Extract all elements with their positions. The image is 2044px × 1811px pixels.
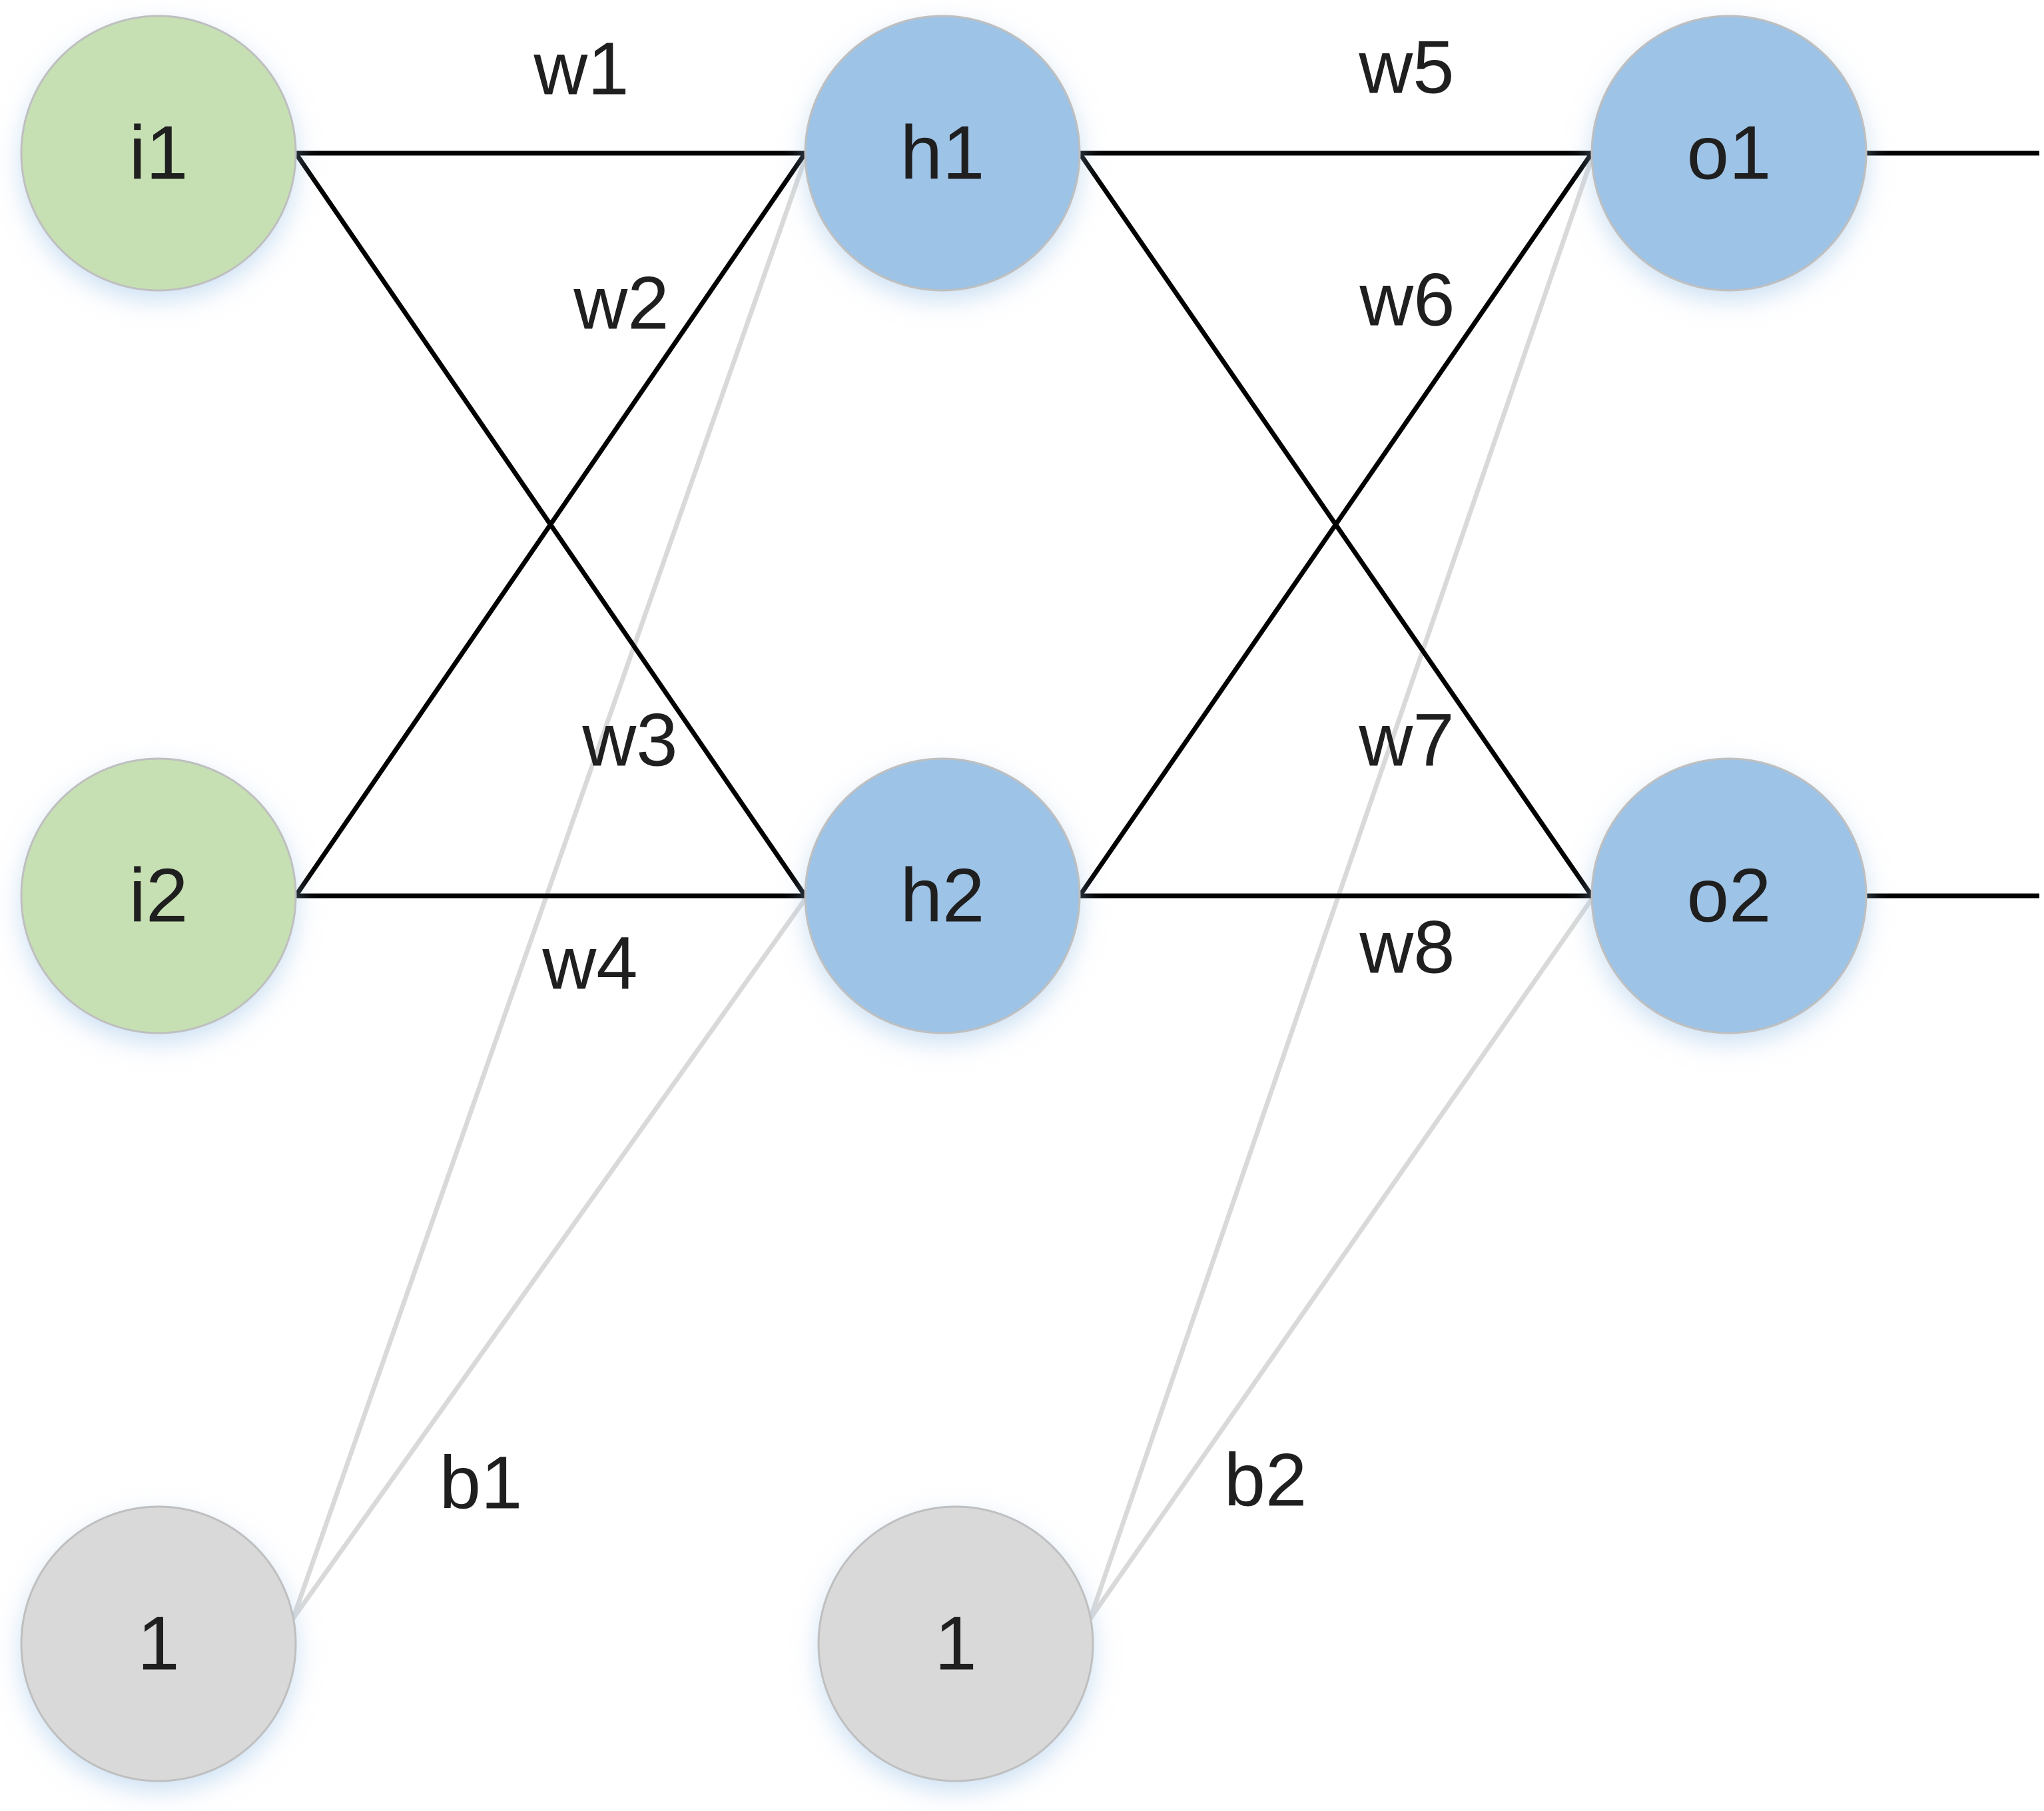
edge-b2-to-o2 [1088,895,1596,1621]
node-o1-label: o1 [1687,111,1772,196]
node-bias-1 [20,1505,297,1782]
node-h2 [804,757,1081,1034]
edge-b1-to-h2 [290,895,809,1621]
node-bias-2-label: 1 [934,1602,976,1686]
edge-w8-label: w8 [1359,906,1455,989]
bias-connections [290,152,1596,1621]
node-i1-label: i1 [129,111,188,196]
node-bias-2 [817,1505,1094,1782]
nodes [20,15,1868,1782]
edge-w5-label: w5 [1358,26,1454,109]
node-bias-1-label: 1 [137,1602,179,1686]
node-i1 [20,15,297,292]
edge-b1-to-h1 [290,152,809,1621]
node-h2-label: h2 [900,854,985,938]
edge-b2-to-o1 [1088,152,1596,1621]
edge-w2-label: w2 [573,262,669,345]
edge-w3-label: w3 [581,699,677,782]
edge-w7-label: w7 [1358,699,1454,782]
node-i2-label: i2 [129,854,188,938]
edge-w3-i1-to-h2 [294,152,807,897]
node-o2 [1590,757,1868,1034]
bias-b2-label: b2 [1224,1439,1307,1522]
node-o1 [1590,15,1868,292]
node-labels: i1 i2 h1 h2 o1 o2 1 1 [129,111,1772,1686]
bias-b1-label: b1 [440,1441,523,1525]
node-o2-label: o2 [1687,854,1772,938]
edge-w4-label: w4 [541,922,637,1005]
node-h1 [804,15,1081,292]
node-i2 [20,757,297,1034]
edge-w1-label: w1 [533,27,629,111]
weight-connections [294,151,2039,899]
edge-labels: w1 w2 w3 w4 w5 w6 w7 w8 b1 b2 [440,26,1455,1525]
edge-w7-h1-to-o2 [1078,152,1594,897]
node-h1-label: h1 [900,111,985,196]
edge-w6-label: w6 [1359,258,1455,342]
